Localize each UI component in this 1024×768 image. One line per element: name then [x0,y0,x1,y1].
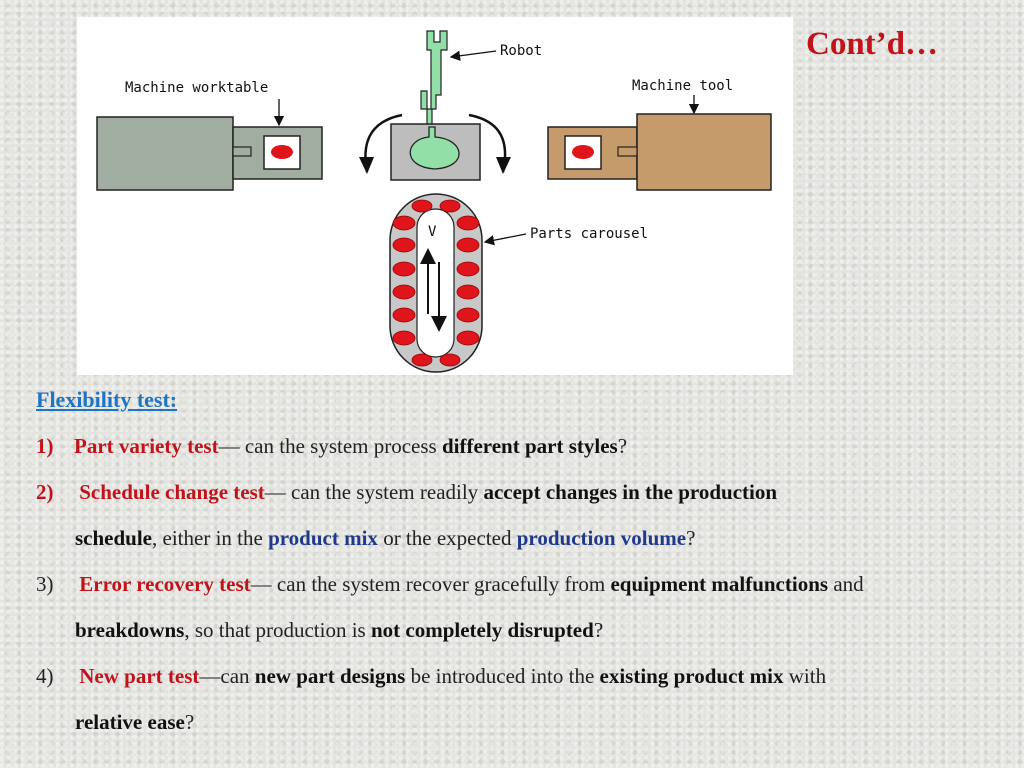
fms-diagram: Machine worktable Robot Machine tool [77,17,793,375]
text: , so that production is [184,618,371,642]
flexibility-heading: Flexibility test: [36,387,178,412]
dash: — [199,664,221,688]
text: can the system recover gracefully from [271,572,611,596]
bold-text: different part styles [441,434,618,458]
list-item-schedule-change: 2) Schedule change test— can the system … [36,477,996,523]
bold-text: equipment malfunctions [610,572,829,596]
list-item-schedule-change-cont: schedule, either in the product mix or t… [36,523,996,569]
list-item-new-part-cont: relative ease? [36,707,996,753]
parts-carousel: V [389,193,483,373]
carousel-v-label: V [428,224,437,240]
text: ? [617,434,628,458]
bold-text: accept changes in the production [483,480,778,504]
label-machine-tool: Machine tool [632,78,733,94]
flexibility-tests: Flexibility test: 1)Part variety test— c… [36,385,996,753]
item-number: 4) [36,664,54,688]
item-number: 3) [36,572,54,596]
text: be introduced into the [405,664,600,688]
test-name: Schedule change test [79,480,265,504]
test-name: Error recovery test [79,572,251,596]
fms-diagram-svg: Machine worktable Robot Machine tool [96,30,772,373]
text: can the system readily [285,480,484,504]
list-item-error-recovery-cont: breakdowns, so that production is not co… [36,615,996,661]
list-item-part-variety: 1) Part variety test— can the system proc… [36,431,996,477]
dash: — [264,480,286,504]
highlight-text: product mix [268,526,378,550]
label-parts-carousel: Parts carousel [530,226,648,242]
worktable-part-icon [271,145,293,159]
bold-text: breakdowns [75,618,185,642]
text: or the expected [377,526,517,550]
highlight-text: production volume [516,526,687,550]
test-name: Part variety test [74,434,219,458]
machine-tool [547,113,772,191]
bold-text: existing product mix [599,664,784,688]
slide-title: Cont’d… [806,26,939,62]
machine-worktable [96,116,323,191]
text: can the system process [239,434,442,458]
label-robot: Robot [500,43,542,59]
bold-text: new part designs [254,664,406,688]
label-machine-worktable: Machine worktable [125,80,268,96]
bold-text: not completely disrupted [370,618,594,642]
test-name: New part test [79,664,200,688]
list-item-new-part: 4) New part test—can new part designs be… [36,661,996,707]
dash: — [250,572,272,596]
text: , either in the [152,526,269,550]
text: with [783,664,827,688]
dash: — [218,434,240,458]
item-number: 1) [36,434,54,458]
text: ? [184,710,195,734]
text: and [828,572,864,596]
text: can [220,664,255,688]
item-number: 2) [36,480,54,504]
bold-text: relative ease [75,710,185,734]
text: ? [593,618,604,642]
text: ? [686,526,696,550]
list-item-error-recovery: 3) Error recovery test— can the system r… [36,569,996,615]
bold-text: schedule [75,526,153,550]
robot [390,30,481,181]
machine-tool-part-icon [572,145,594,159]
